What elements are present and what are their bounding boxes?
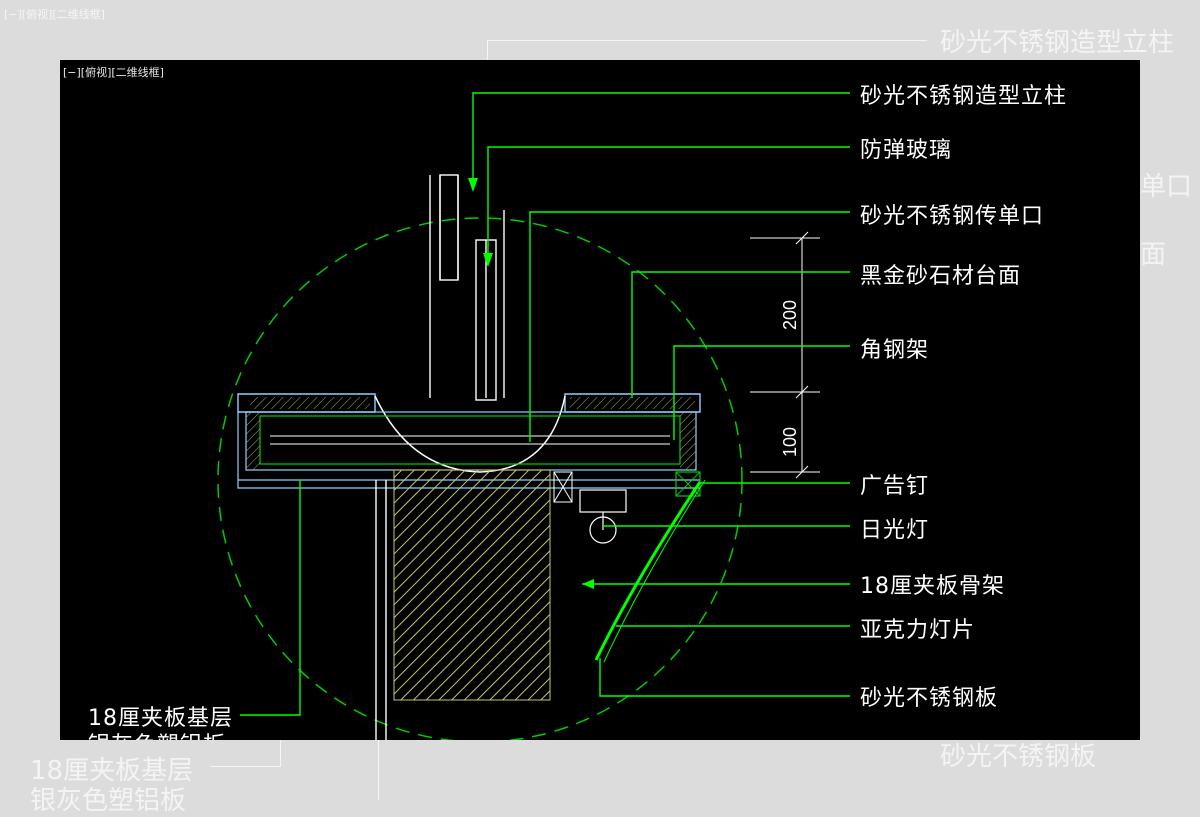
bulletproof-glass <box>475 239 497 401</box>
callout-stainless-plate: 砂光不锈钢板 <box>860 686 999 711</box>
dimension-200: 200 <box>780 300 800 330</box>
pass-through-bowl <box>374 395 566 473</box>
callout-aluminum-panel: 银灰色塑铝板 <box>88 727 226 740</box>
dimension-100: 100 <box>780 427 800 457</box>
section-drawing: 200 100 <box>217 92 850 740</box>
ghost-leader <box>210 766 280 767</box>
ghost-label: 面 <box>1140 240 1167 270</box>
callout-ad-nail: 广告钉 <box>860 474 930 499</box>
ghost-label: 18厘夹板基层 <box>30 756 194 786</box>
callout-stone-countertop: 黑金砂石材台面 <box>860 264 1022 289</box>
callout-stainless-column: 砂光不锈钢造型立柱 <box>860 84 1068 109</box>
plywood-core <box>393 469 551 701</box>
dimension-line <box>750 231 820 479</box>
ghost-label: 砂光不锈钢板 <box>940 742 1097 772</box>
callout-plywood-frame: 18厘夹板骨架 <box>860 574 1005 599</box>
detail-circle <box>217 217 743 740</box>
callout-bulletproof-glass: 防弹玻璃 <box>860 138 953 163</box>
stone-countertop <box>237 393 701 413</box>
leader-arrows <box>468 178 594 589</box>
ghost-label: 砂光不锈钢造型立柱 <box>940 28 1175 58</box>
cad-viewport[interactable]: [−][俯视][二维线框] <box>60 60 1140 740</box>
ghost-leader <box>487 40 488 60</box>
viewport-label-outer: [−][俯视][二维线框] <box>4 8 105 21</box>
ghost-leader <box>487 40 927 41</box>
fluorescent-lamp <box>579 489 627 544</box>
ghost-label: 单口 <box>1140 172 1193 202</box>
callout-plywood-base: 18厘夹板基层 <box>88 706 233 731</box>
viewport-label: [−][俯视][二维线框] <box>63 66 164 79</box>
ghost-leader <box>280 740 281 767</box>
counter-frame <box>245 411 697 471</box>
callout-pass-through: 砂光不锈钢传单口 <box>860 204 1045 229</box>
callout-fluorescent-lamp: 日光灯 <box>860 518 930 543</box>
callout-angle-steel: 角钢架 <box>860 338 930 363</box>
callout-acrylic-panel: 亚克力灯片 <box>860 618 976 643</box>
ghost-label: 银灰色塑铝板 <box>30 786 187 816</box>
ghost-leader <box>378 740 379 800</box>
acrylic-panel <box>594 481 702 661</box>
leader-lines <box>240 92 850 716</box>
stainless-column <box>429 174 505 398</box>
